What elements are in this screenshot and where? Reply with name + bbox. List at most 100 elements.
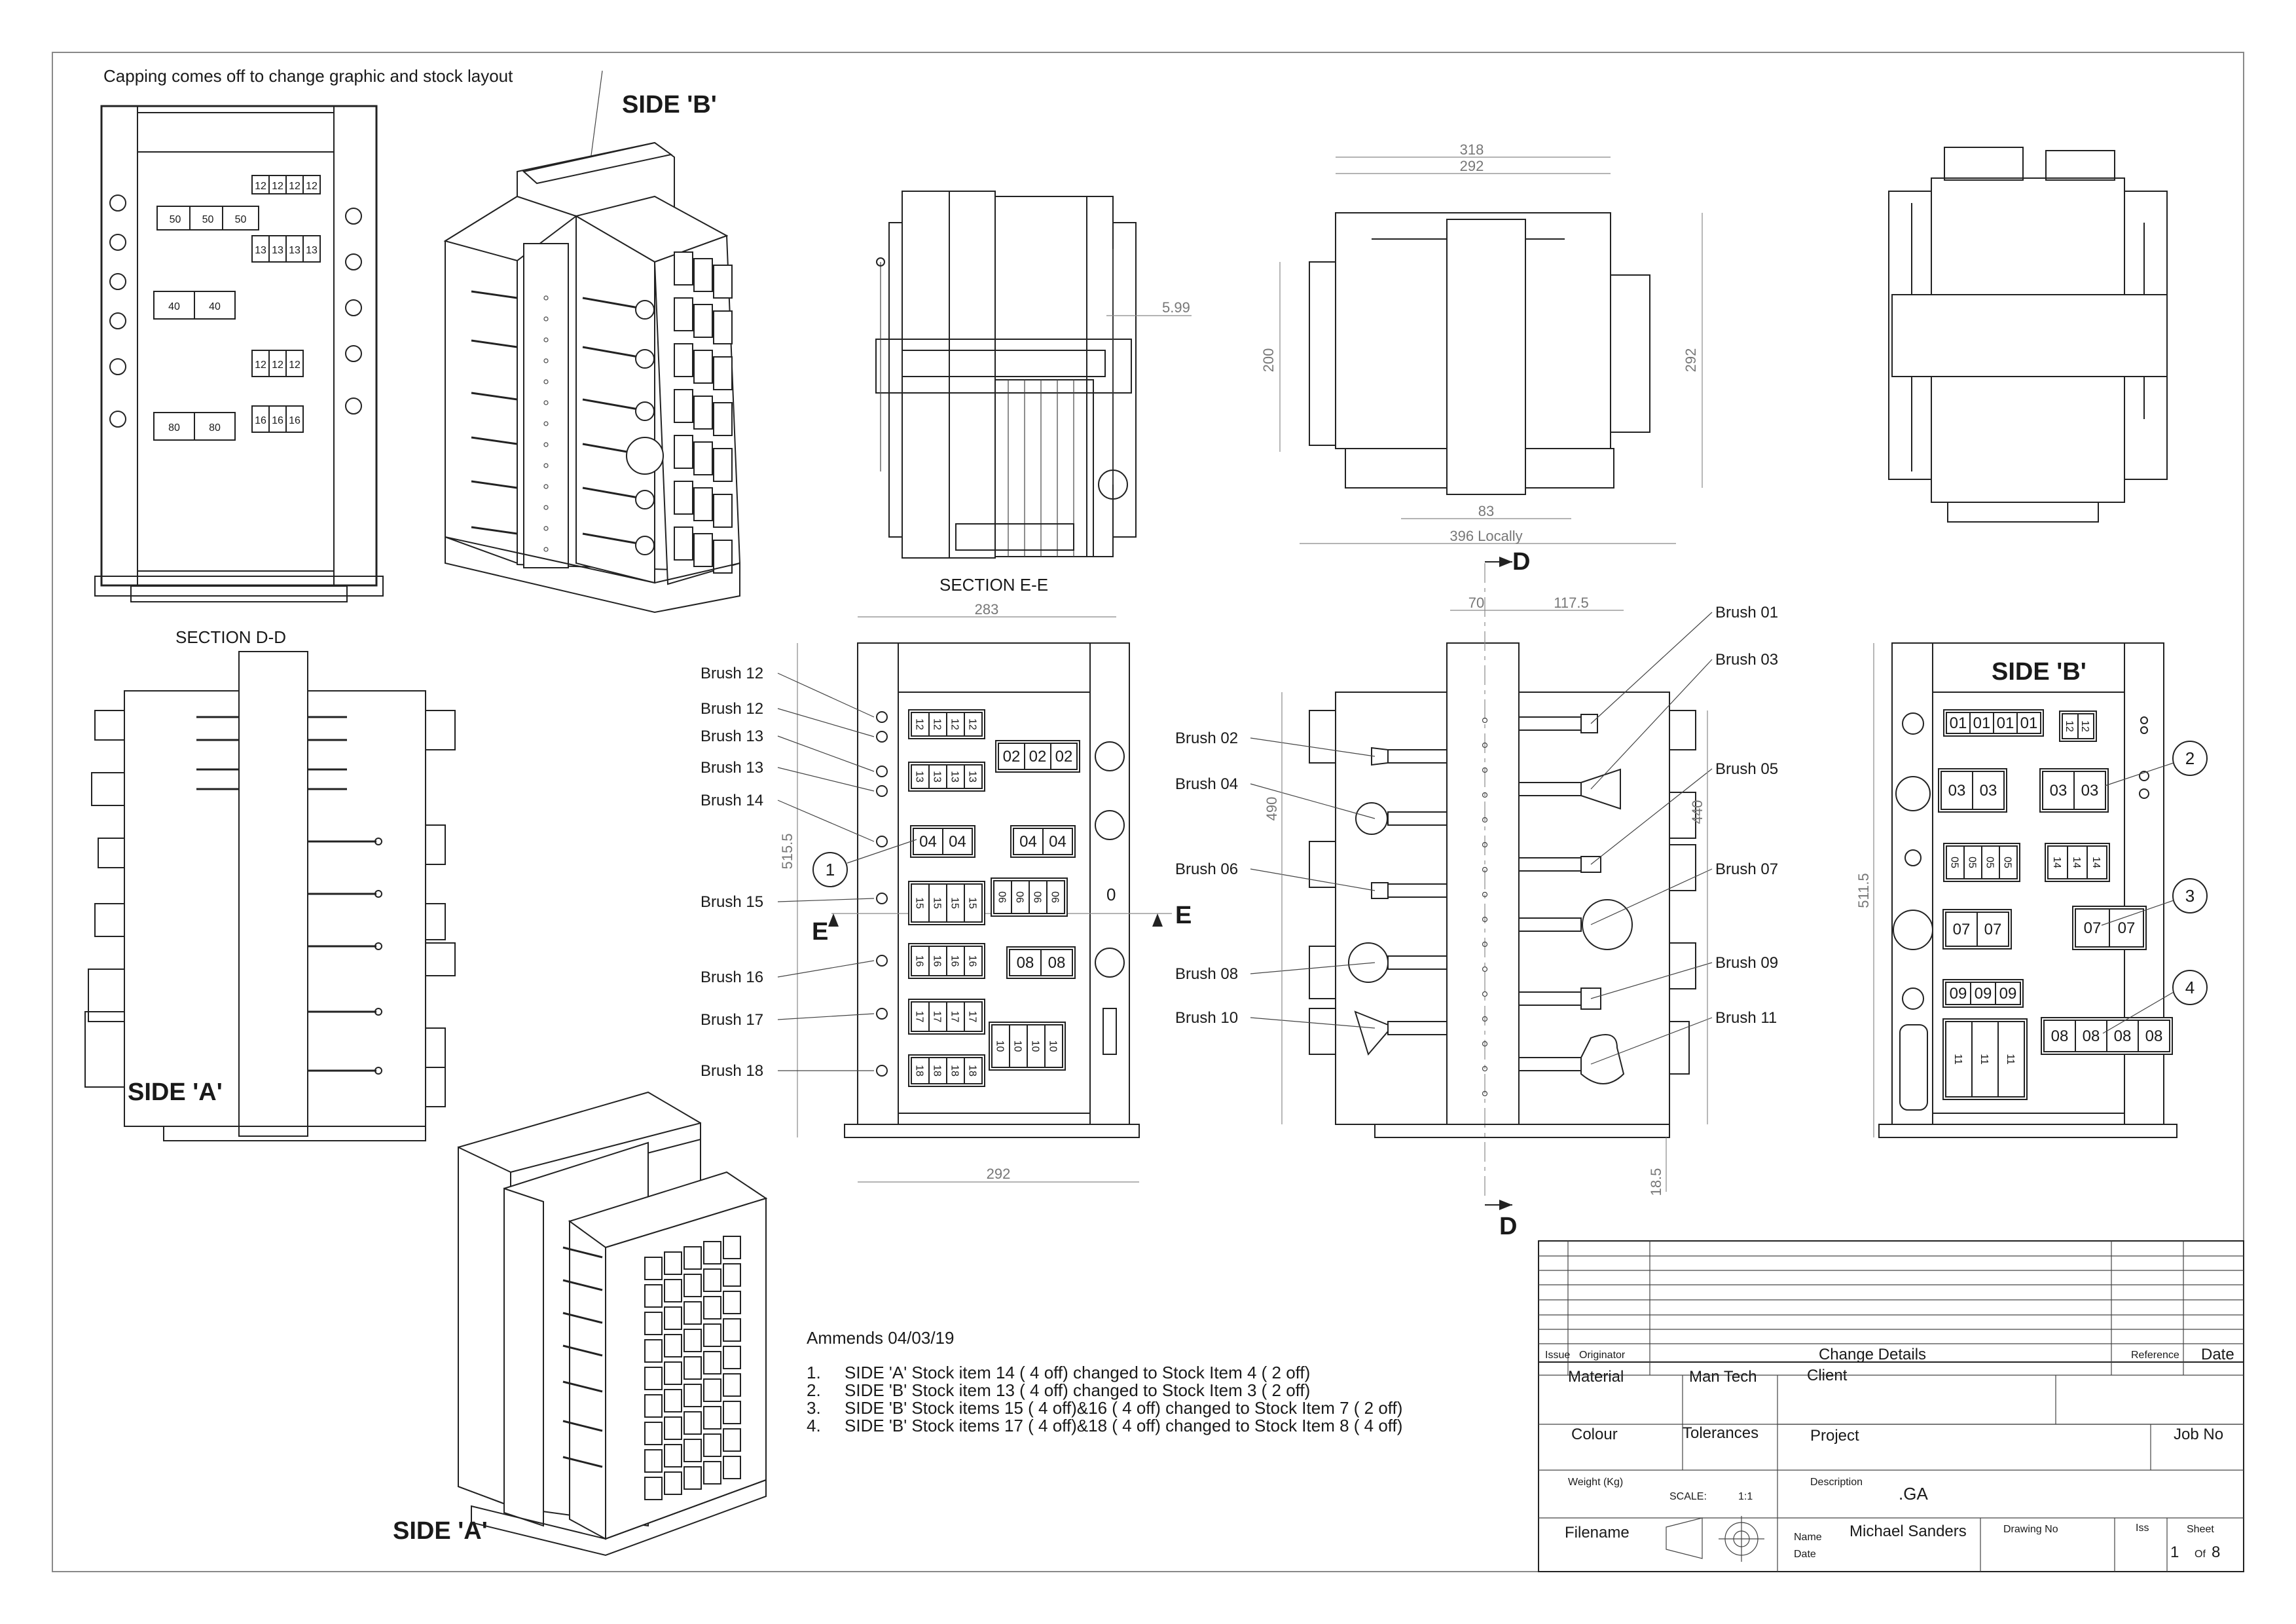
tb-originator: Originator bbox=[1579, 1350, 1626, 1361]
stock-box bbox=[683, 1246, 702, 1270]
stock-box bbox=[703, 1378, 721, 1402]
peg-hook-icon bbox=[876, 711, 888, 723]
stock-box bbox=[693, 441, 713, 475]
stock-box bbox=[2086, 845, 2107, 879]
tb-description: Description bbox=[1810, 1477, 1863, 1488]
section-stock-label: 12 bbox=[289, 360, 301, 371]
stock-box bbox=[664, 1306, 682, 1330]
stock-box-label: 08 bbox=[1048, 954, 1066, 972]
stock-box bbox=[1997, 1021, 2025, 1098]
front-brush-label: Brush 18 bbox=[701, 1062, 763, 1080]
stock-box-label: 10 bbox=[1048, 1041, 1059, 1052]
stock-box bbox=[2075, 908, 2110, 948]
dim-185: 18.5 bbox=[1648, 1168, 1664, 1196]
brush-tip-icon bbox=[374, 1067, 382, 1075]
brush-icon bbox=[1518, 714, 1598, 733]
tb-issue: Issue bbox=[1545, 1350, 1570, 1361]
stock-box-label: 08 bbox=[2114, 1027, 2132, 1045]
stock-box bbox=[1011, 880, 1030, 914]
stock-box-label: 18 bbox=[914, 1065, 925, 1077]
amend-text: SIDE 'B' Stock item 13 ( 4 off) changed … bbox=[845, 1380, 1310, 1400]
front-brush-label: Brush 14 bbox=[701, 792, 763, 809]
plan-view: 318 292 200 292 83 396 Locally bbox=[1260, 141, 1703, 544]
stock-box bbox=[664, 1471, 682, 1495]
front-brush-label: Brush 13 bbox=[701, 728, 763, 745]
balloon-2 bbox=[2172, 741, 2208, 776]
stock-box bbox=[664, 1389, 682, 1412]
hole bbox=[109, 234, 126, 251]
stock-box bbox=[1971, 1021, 1999, 1098]
stock-boxes bbox=[674, 251, 733, 574]
front-brush-label: Brush 16 bbox=[701, 969, 763, 986]
stock-box bbox=[674, 297, 693, 331]
stock-box bbox=[664, 1334, 682, 1357]
brush-tip-icon bbox=[374, 838, 382, 845]
brush-icon bbox=[1355, 802, 1448, 835]
brush-icon bbox=[1371, 747, 1448, 766]
peg-hole bbox=[1482, 1016, 1488, 1022]
tb-sheet-total: 8 bbox=[2212, 1543, 2220, 1561]
side-brush-label-right: Brush 03 bbox=[1715, 651, 1778, 669]
peg-hole bbox=[543, 421, 549, 426]
peg-hole bbox=[1482, 866, 1488, 873]
stock-box bbox=[1044, 1024, 1063, 1068]
stock-box bbox=[964, 883, 983, 923]
hole bbox=[345, 299, 362, 316]
stock-box bbox=[693, 258, 713, 292]
section-marker-e-right: E bbox=[1175, 902, 1192, 929]
hole bbox=[109, 358, 126, 375]
stock-box bbox=[928, 1057, 947, 1084]
stock-box-label: 12 bbox=[967, 718, 978, 730]
amends-title: Ammends 04/03/19 bbox=[807, 1328, 954, 1348]
stock-box bbox=[713, 265, 733, 299]
section-stock-box bbox=[194, 412, 236, 441]
stock-box bbox=[1029, 880, 1048, 914]
stock-box-label: 15 bbox=[932, 897, 943, 909]
stock-box bbox=[1040, 949, 1073, 976]
section-stock-label: 12 bbox=[255, 360, 266, 371]
stock-box-label: 08 bbox=[2145, 1027, 2163, 1045]
stock-box bbox=[1009, 949, 1042, 976]
stock-box bbox=[683, 1384, 702, 1407]
stock-box-label: 18 bbox=[967, 1065, 978, 1077]
stock-box-label: 07 bbox=[1953, 921, 1971, 938]
stock-box-label: 11 bbox=[1978, 1054, 1990, 1065]
stock-box bbox=[723, 1401, 741, 1424]
stock-box bbox=[723, 1263, 741, 1287]
stock-box-label: 15 bbox=[949, 897, 960, 909]
hole bbox=[345, 253, 362, 270]
stock-box-label: 11 bbox=[1952, 1054, 1963, 1065]
dim-83: 83 bbox=[1478, 503, 1494, 519]
stock-box bbox=[2138, 1020, 2170, 1052]
stock-box bbox=[2067, 845, 2088, 879]
peg-hole bbox=[1482, 841, 1488, 848]
stock-box-label: 03 bbox=[2050, 782, 2068, 800]
stock-box bbox=[1993, 712, 2018, 734]
stock-box-label: 18 bbox=[949, 1065, 960, 1077]
section-stock-box bbox=[268, 235, 287, 263]
side-brush-label-left: Brush 06 bbox=[1175, 860, 1238, 878]
stock-box-label: 08 bbox=[2083, 1027, 2100, 1045]
stock-box bbox=[964, 712, 983, 737]
amend-number: 2. bbox=[807, 1380, 821, 1400]
stock-box bbox=[674, 526, 693, 561]
peg-hole bbox=[1482, 1065, 1488, 1072]
brush-icon bbox=[562, 1246, 603, 1259]
peg-hole bbox=[543, 379, 549, 384]
iso-a-stock-boxes bbox=[644, 1236, 741, 1500]
stock-box bbox=[713, 356, 733, 390]
stock-box-label: 09 bbox=[1975, 985, 1992, 1003]
stock-box bbox=[928, 712, 947, 737]
tb-drawing-no: Drawing No bbox=[2003, 1524, 2058, 1535]
stock-box bbox=[713, 402, 733, 436]
section-stock-label: 12 bbox=[272, 181, 283, 192]
dim-292-right: 292 bbox=[1683, 348, 1699, 373]
amend-number: 1. bbox=[807, 1363, 821, 1382]
stock-box bbox=[683, 1329, 702, 1352]
dim-1175: 117.5 bbox=[1554, 595, 1588, 611]
